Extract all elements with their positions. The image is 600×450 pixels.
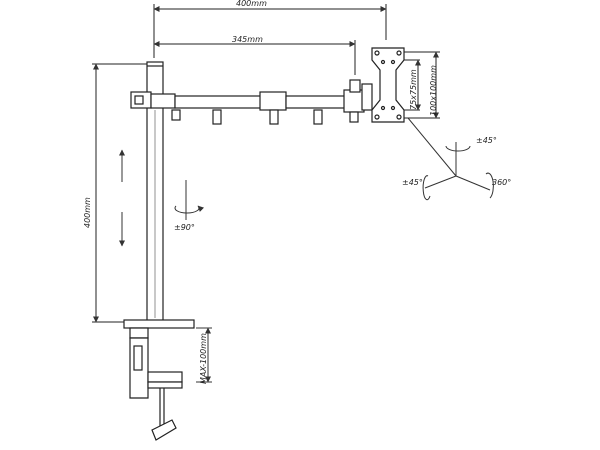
label-pole-rotation: ±90° xyxy=(174,223,195,232)
label-400mm-vertical: 400mm xyxy=(83,197,92,228)
desk-clamp xyxy=(123,319,195,441)
label-rotate-360: 360° xyxy=(492,178,512,187)
label-vesa-75: 75x75mm xyxy=(409,69,418,110)
vesa-plate xyxy=(371,47,405,123)
arm-assembly xyxy=(130,79,373,125)
vertical-pole xyxy=(146,61,164,323)
label-400mm-top: 400mm xyxy=(236,0,267,8)
dim-line-400-top xyxy=(153,4,387,58)
pole-rotation-icon xyxy=(174,180,205,220)
label-clamp-max: MAX-100mm xyxy=(199,333,208,384)
label-vesa-100: 100x100mm xyxy=(429,65,438,116)
label-tilt-side: ±45° xyxy=(402,178,423,187)
label-tilt-top: ±45° xyxy=(476,136,497,145)
label-345mm: 345mm xyxy=(232,35,263,44)
tilt-rotation-axes xyxy=(407,117,494,201)
dim-line-345 xyxy=(153,40,356,75)
dim-line-vesa xyxy=(404,51,440,119)
dim-line-clamp xyxy=(196,327,212,383)
